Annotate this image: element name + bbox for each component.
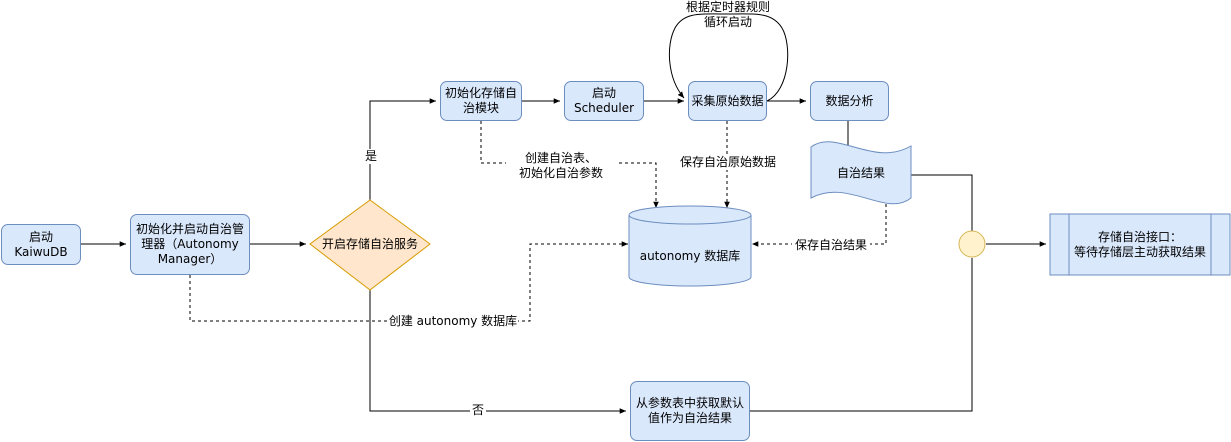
node-init-autonomy-manager: 初始化并启动自治管 理器（Autonomy Manager） [130, 214, 250, 275]
node-data-analysis: 数据分析 [810, 81, 889, 121]
edge-default-to-junction [750, 258, 973, 412]
label-create-database: 创建 autonomy 数据库 [388, 314, 518, 329]
label-create-tables: 创建自治表、 初始化自治参数 [506, 151, 616, 181]
label-yes: 是 [363, 149, 379, 164]
storage-interface-shape [1049, 213, 1231, 276]
node-storage-interface: 存储自治接口： 等待存储层主动获取结果 [1073, 229, 1206, 259]
node-enable-storage-autonomy: 开启存储自治服务 [321, 236, 418, 251]
edge-decision-yes [369, 98, 436, 200]
edge-result-to-junction [911, 174, 973, 231]
tape-shape [810, 141, 912, 205]
label-no: 否 [470, 403, 486, 418]
node-start-scheduler: 启动 Scheduler [564, 81, 644, 121]
database-cylinder [628, 205, 752, 287]
node-start-kaiwudb: 启动 KaiwuDB [1, 224, 81, 265]
node-autonomy-database: autonomy 数据库 [639, 248, 741, 263]
label-timer-loop: 根据定时器规则 循环启动 [685, 0, 770, 29]
node-collect-raw-data: 采集原始数据 [688, 81, 767, 121]
edge-decision-no [369, 290, 626, 414]
junction-circle [958, 230, 986, 258]
node-init-storage-module: 初始化存储自 治模块 [440, 81, 522, 121]
decision-diamond [309, 199, 431, 291]
node-default-params-result: 从参数表中获取默认 值作为自治结果 [630, 381, 750, 441]
label-save-result: 保存自治结果 [792, 238, 870, 253]
label-save-raw-data: 保存自治原始数据 [677, 155, 779, 170]
edge-timer-loop [668, 13, 789, 102]
edge-save-result [752, 192, 887, 247]
edge-create-db [189, 241, 628, 322]
edge-create-tables [480, 121, 659, 208]
node-autonomy-result: 自治结果 [836, 165, 885, 180]
